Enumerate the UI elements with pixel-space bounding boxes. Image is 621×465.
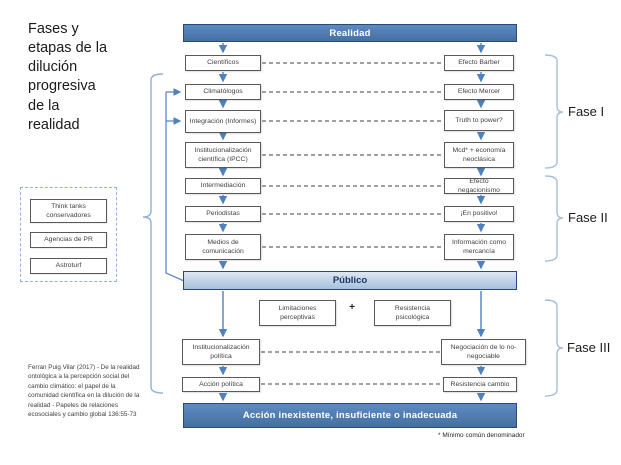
filter-limitaciones-perceptivas: Limitaciones perceptivas: [259, 300, 336, 326]
stage-climatologos: Climatólogos: [185, 84, 261, 100]
stage-institucionalizacion-cientifica: Institucionalización científica (IPCC): [185, 142, 261, 168]
action-banner: Acción inexistente, insuficiente o inade…: [183, 403, 517, 428]
stage-cientificos: Científicos: [185, 55, 261, 71]
stage-integracion-informes: Integración (Informes): [185, 110, 261, 133]
fase-iii-label: Fase III: [567, 340, 611, 355]
effect-mcd-economia-neoclasica: Mcd* + economía neoclásica: [444, 142, 514, 168]
fase-i-label: Fase I: [568, 104, 605, 119]
stage-institucionalizacion-politica: Institucionalización política: [182, 339, 260, 365]
influencers-brace: [142, 73, 164, 394]
effect-en-positivo: ¡En positivo!: [444, 206, 514, 222]
plus-sign: +: [349, 302, 355, 313]
phase-braces: [544, 54, 564, 397]
effect-mercer: Efecto Mercer: [444, 84, 514, 100]
reality-banner: Realidad: [183, 24, 517, 42]
stage-periodistas: Periodistas: [185, 206, 261, 222]
influencer-agencias-pr: Agencias de PR: [30, 232, 107, 248]
feedback-line: [165, 88, 185, 282]
influencers-panel: Think tanks conservadores Agencias de PR…: [20, 187, 117, 282]
public-banner: Público: [183, 271, 517, 290]
footnote: * Mínimo común denominador: [438, 432, 525, 439]
citation: Ferran Puig Vilar (2017) - De la realida…: [28, 364, 140, 419]
effect-negociacion-no-negociable: Negociación de lo no-negociable: [441, 339, 526, 365]
effect-resistencia-cambio: Resistencia cambio: [443, 377, 517, 392]
effect-informacion-mercancia: Información como mercancía: [444, 234, 514, 260]
dashed-links: [261, 62, 443, 385]
influencer-astroturf: Astroturf: [30, 258, 107, 274]
stage-medios-comunicacion: Medios de comunicación: [185, 234, 261, 260]
effect-barber: Efecto Barber: [444, 55, 514, 71]
effect-negacionismo: Efecto negacionismo: [444, 178, 514, 194]
effect-truth-to-power: Truth to power?: [444, 110, 514, 131]
stage-intermediacion: Intermediación: [185, 178, 261, 194]
stage-accion-politica: Acción política: [182, 377, 260, 392]
page-title: Fases y etapas de la dilución progresiva…: [28, 21, 108, 133]
filter-resistencia-psicologica: Resistencia psicológica: [374, 300, 451, 326]
fase-ii-label: Fase II: [568, 210, 608, 225]
influencer-think-tanks: Think tanks conservadores: [30, 199, 107, 223]
